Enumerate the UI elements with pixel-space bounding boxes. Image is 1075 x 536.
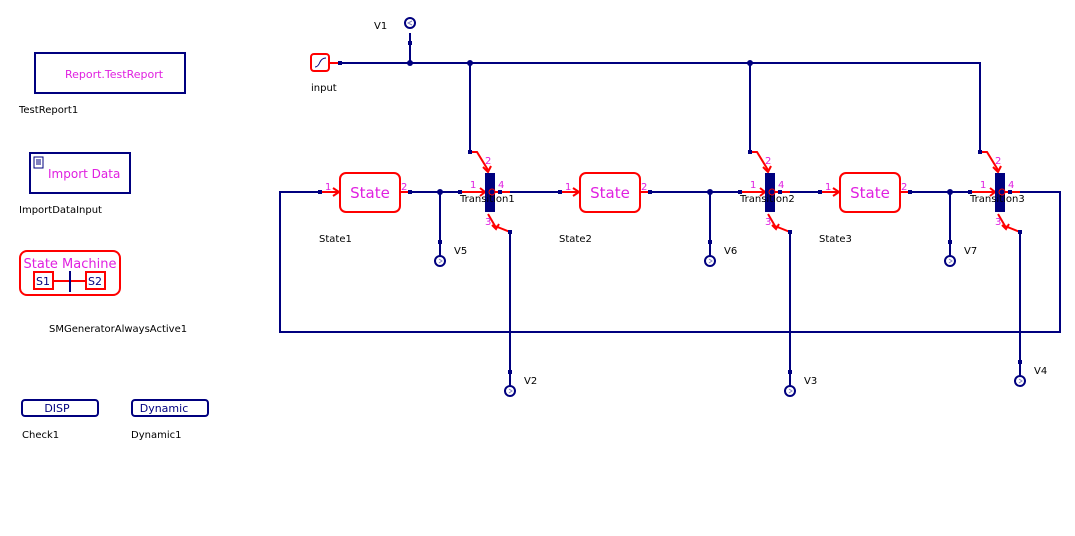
check-text: DISP: [44, 402, 70, 415]
probe-label: V7: [964, 246, 977, 257]
variable-probe-v7[interactable]: V7: [944, 246, 977, 267]
svg-text:4: 4: [1008, 180, 1014, 191]
probe-icon: [784, 385, 796, 397]
transition-label: Transition3: [969, 194, 1025, 205]
variable-probe-v6[interactable]: V6: [704, 246, 737, 267]
variable-probe-v4[interactable]: V4: [1014, 366, 1047, 387]
svg-text:4: 4: [498, 180, 504, 191]
ramp-icon: [314, 57, 327, 68]
transition-bar: [485, 173, 495, 212]
variable-probe-v3[interactable]: V3: [784, 376, 817, 397]
import-data-label: ImportDataInput: [19, 205, 102, 216]
test-report-label: TestReport1: [18, 105, 78, 116]
s2-label: S2: [88, 275, 102, 288]
state-out-port: 2: [401, 182, 407, 193]
transition-block-3[interactable]: 1 2 4 3 Transition3: [968, 150, 1025, 234]
probe-label: V6: [724, 246, 737, 257]
probe-icon: [404, 17, 416, 29]
check-block[interactable]: DISP: [21, 399, 99, 417]
svg-text:2: 2: [995, 156, 1001, 167]
variable-probe-v5[interactable]: V5: [434, 246, 467, 267]
state-text: State: [850, 184, 890, 202]
probe-label: V4: [1034, 366, 1047, 377]
svg-text:3: 3: [995, 217, 1001, 228]
transition-label: Transition2: [739, 194, 795, 205]
document-icon: [33, 156, 44, 169]
import-data-text: Import Data: [48, 167, 120, 181]
state-in-port: 1: [325, 182, 331, 193]
transition-block-1[interactable]: 1 2 4 3 Transition1: [458, 150, 515, 234]
probe-icon: [434, 255, 446, 267]
transition-label: Transition1: [459, 194, 515, 205]
variable-probe-v2[interactable]: V2: [504, 376, 537, 397]
svg-text:2: 2: [485, 156, 491, 167]
import-data-block[interactable]: Import Data: [29, 152, 131, 194]
probe-icon: [1014, 375, 1026, 387]
state-out-port: 2: [641, 182, 647, 193]
svg-text:1: 1: [470, 180, 476, 191]
svg-text:3: 3: [765, 217, 771, 228]
test-report-text: Report.TestReport: [65, 68, 164, 81]
variable-probe-v1[interactable]: V1: [374, 17, 416, 32]
probe-label: V2: [524, 376, 537, 387]
svg-text:3: 3: [485, 217, 491, 228]
svg-text:4: 4: [778, 180, 784, 191]
state-text: State: [350, 184, 390, 202]
dynamic-label: Dynamic1: [131, 430, 181, 441]
probe-icon: [504, 385, 516, 397]
input-label: input: [311, 83, 337, 94]
test-report-block[interactable]: Report.TestReport: [34, 52, 186, 94]
transition-block-2[interactable]: 1 2 4 3 Transition2: [738, 150, 795, 234]
state-text: State: [590, 184, 630, 202]
state-in-port: 1: [565, 182, 571, 193]
check-label: Check1: [22, 430, 59, 441]
input-source-block[interactable]: [310, 53, 338, 72]
probe-label: V3: [804, 376, 817, 387]
state-machine-generator-label: SMGeneratorAlwaysActive1: [49, 324, 187, 335]
state-in-port: 1: [825, 182, 831, 193]
probe-icon: [944, 255, 956, 267]
wires: [279, 33, 1061, 386]
state-label: State2: [559, 234, 592, 245]
probe-label: V5: [454, 246, 467, 257]
dynamic-text: Dynamic: [140, 402, 189, 415]
state-label: State3: [819, 234, 852, 245]
state-label: State1: [319, 234, 352, 245]
s1-label: S1: [36, 275, 50, 288]
probe-icon: [704, 255, 716, 267]
transition-bar: [995, 173, 1005, 212]
state-machine-generator-block[interactable]: State Machine S1 S2: [19, 250, 121, 296]
dynamic-block[interactable]: Dynamic: [131, 399, 209, 417]
transition-bar: [765, 173, 775, 212]
state-out-port: 2: [901, 182, 907, 193]
svg-text:1: 1: [750, 180, 756, 191]
state-machine-title: State Machine: [24, 257, 117, 272]
probe-label: V1: [374, 21, 387, 32]
svg-text:2: 2: [765, 156, 771, 167]
svg-text:1: 1: [980, 180, 986, 191]
